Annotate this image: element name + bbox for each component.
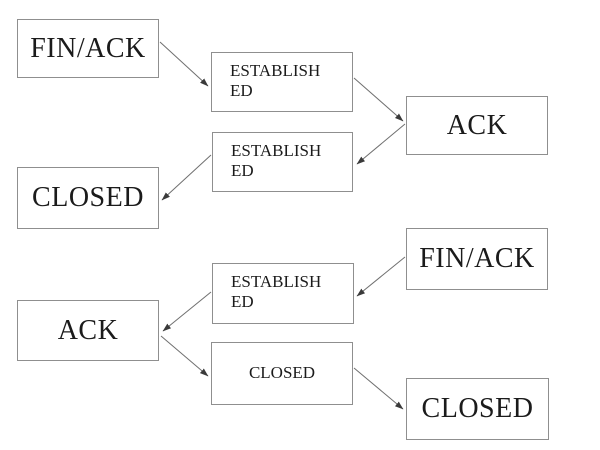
arrow-finack-bottom-to-established-bottom (356, 256, 406, 297)
state-box-closed-bottom: CLOSED (406, 378, 549, 440)
state-box-closed-left: CLOSED (17, 167, 159, 229)
arrow-closed-mid-to-closed-bottom (353, 367, 404, 410)
arrow-established-bottom-to-ack-bottom (162, 291, 212, 332)
state-box-ack-bottom: ACK (17, 300, 159, 361)
state-box-established-top: ESTABLISH ED (211, 52, 353, 112)
state-box-closed-mid: CLOSED (211, 342, 353, 405)
state-box-established-mid: ESTABLISH ED (212, 132, 353, 192)
state-box-finack-bottom: FIN/ACK (406, 228, 548, 290)
arrow-ack-top-to-established-mid (356, 123, 406, 165)
state-box-established-bottom: ESTABLISH ED (212, 263, 354, 324)
state-box-finack-top: FIN/ACK (17, 19, 159, 78)
arrow-established-mid-to-closed-left (161, 154, 212, 201)
arrow-established-top-to-ack-top (353, 77, 404, 122)
arrow-ack-bottom-to-closed-mid (160, 335, 209, 377)
state-box-ack-top: ACK (406, 96, 548, 155)
arrow-finack-top-to-established-top (159, 41, 209, 87)
